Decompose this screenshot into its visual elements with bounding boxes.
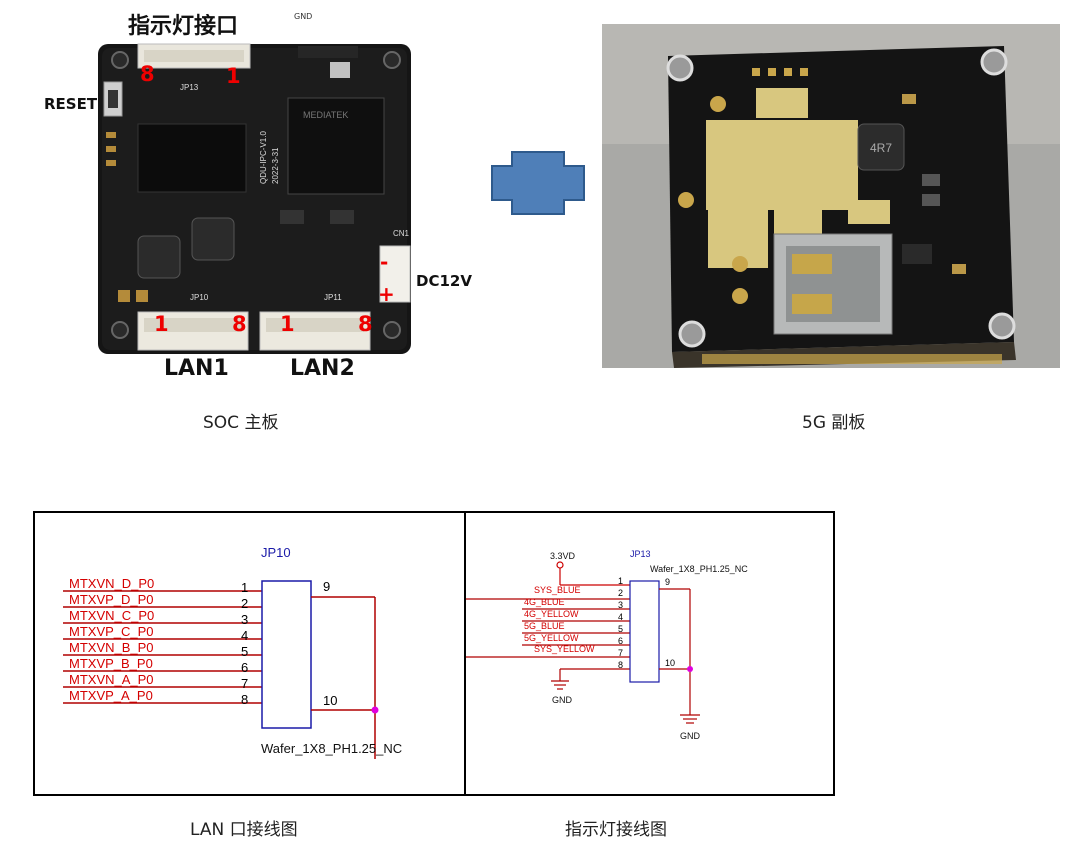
lan-signal-3: MTXVN_C_P0: [69, 608, 155, 623]
led-signal-2: 4G_BLUE: [524, 597, 565, 607]
jp10-body: [261, 580, 312, 729]
jp13-title: JP13: [630, 549, 651, 559]
led-signal-6: SYS_YELLOW: [534, 644, 595, 654]
top-pin-8: 8: [140, 62, 155, 86]
led-pin-10: 10: [665, 658, 676, 668]
led-signal-1: SYS_BLUE: [534, 585, 581, 595]
inductor-text: 4R7: [870, 141, 892, 155]
led-caption: 指示灯接线图: [565, 820, 667, 840]
dc-label: DC12V: [416, 272, 472, 290]
dc-plus: +: [378, 282, 395, 306]
soc-title: 指示灯接口: [128, 14, 239, 39]
lan2-pin-8: 8: [358, 312, 373, 336]
silk-board: QDU-IPC-V1.0: [259, 131, 268, 184]
lan-pin-6: 6: [241, 660, 249, 675]
sub-board-photo: 4R7: [602, 24, 1060, 368]
lan-schematic-drawing: [63, 580, 379, 759]
led-schematic-drawing: [466, 561, 700, 724]
lan-pin-3: 3: [241, 612, 249, 627]
led-pin-6: 6: [618, 636, 624, 646]
silk-jp10: JP10: [190, 293, 209, 302]
led-part-number: Wafer_1X8_PH1.25_NC: [650, 564, 748, 574]
lan-signal-8: MTXVP_A_P0: [69, 688, 153, 703]
lan-signal-4: MTXVP_C_P0: [69, 624, 154, 639]
led-pin-3: 3: [618, 600, 624, 610]
jp10-title: JP10: [261, 545, 291, 560]
led-signal-5: 5G_YELLOW: [524, 633, 579, 643]
lan-signal-lines: [63, 590, 262, 704]
lan-signal-7: MTXVN_A_P0: [69, 672, 154, 687]
power-label: 3.3VD: [550, 551, 576, 561]
lan-part-number: Wafer_1X8_PH1.25_NC: [261, 741, 403, 756]
silk-jp11: JP11: [324, 293, 342, 302]
soc-board-photo: MEDIATEK JP13 JP11 JP10 CN1 QDU-IPC-V1.0…: [98, 43, 411, 354]
led-pin-2: 2: [618, 588, 624, 598]
led-junction-dot: [687, 666, 693, 672]
lan1-label: LAN1: [164, 356, 229, 381]
lan1-pin-1: 1: [154, 312, 169, 336]
led-pin-5: 5: [618, 624, 624, 634]
lan2-label: LAN2: [290, 356, 355, 381]
soc-caption: SOC 主板: [203, 413, 279, 433]
led-pin-7: 7: [618, 648, 624, 658]
lan-signal-1: MTXVN_D_P0: [69, 576, 155, 591]
led-pin-8: 8: [618, 660, 624, 670]
lan-pin-9: 9: [323, 579, 331, 594]
lan-schematic: JP10 MTXVN_D_P0 MTXVP_D_P0 MTXVN_C_P0 MT…: [33, 511, 466, 796]
led-pin-1: 1: [618, 576, 624, 586]
led-schematic: JP13 Wafer_1X8_PH1.25_NC 3.3VD SYS_BLUE …: [464, 511, 835, 796]
junction-dot: [371, 706, 379, 714]
lan2-pin-1: 1: [280, 312, 295, 336]
gnd-small-label: GND: [294, 12, 313, 21]
lan-signal-6: MTXVP_B_P0: [69, 656, 153, 671]
led-pin-4: 4: [618, 612, 624, 622]
lan1-pin-8: 8: [232, 312, 247, 336]
lan-pin-8: 8: [241, 692, 249, 707]
led-signal-3: 4G_YELLOW: [524, 609, 579, 619]
reset-label: RESET: [44, 95, 98, 113]
lan-caption: LAN 口接线图: [190, 820, 298, 840]
jp13-body: [629, 580, 660, 683]
lan-pin-10-label: 10: [323, 693, 338, 708]
lan-pin-1: 1: [241, 580, 249, 595]
soc-board-figure: MEDIATEK JP13 JP11 JP10 CN1 QDU-IPC-V1.0…: [40, 0, 480, 390]
top-pin-1: 1: [226, 64, 241, 88]
lan-signal-2: MTXVP_D_P0: [69, 592, 154, 607]
lan-signal-5: MTXVN_B_P0: [69, 640, 154, 655]
sub-board-caption: 5G 副板: [802, 413, 866, 433]
dc-minus: -: [380, 250, 389, 274]
chip-text: MEDIATEK: [303, 110, 348, 120]
lan-pin-4: 4: [241, 628, 249, 643]
silk-cn1: CN1: [393, 229, 410, 238]
lan-pin-5: 5: [241, 644, 249, 659]
gnd-left-label: GND: [552, 695, 572, 705]
silk-date: 2022-3-31: [271, 147, 280, 184]
led-signal-4: 5G_BLUE: [524, 621, 565, 631]
lan-pin-2: 2: [241, 596, 249, 611]
led-pin-9: 9: [665, 577, 671, 587]
gnd-right-label: GND: [680, 731, 700, 741]
lan-pin-7: 7: [241, 676, 249, 691]
plus-icon: [491, 151, 585, 215]
silk-jp13: JP13: [180, 83, 199, 92]
